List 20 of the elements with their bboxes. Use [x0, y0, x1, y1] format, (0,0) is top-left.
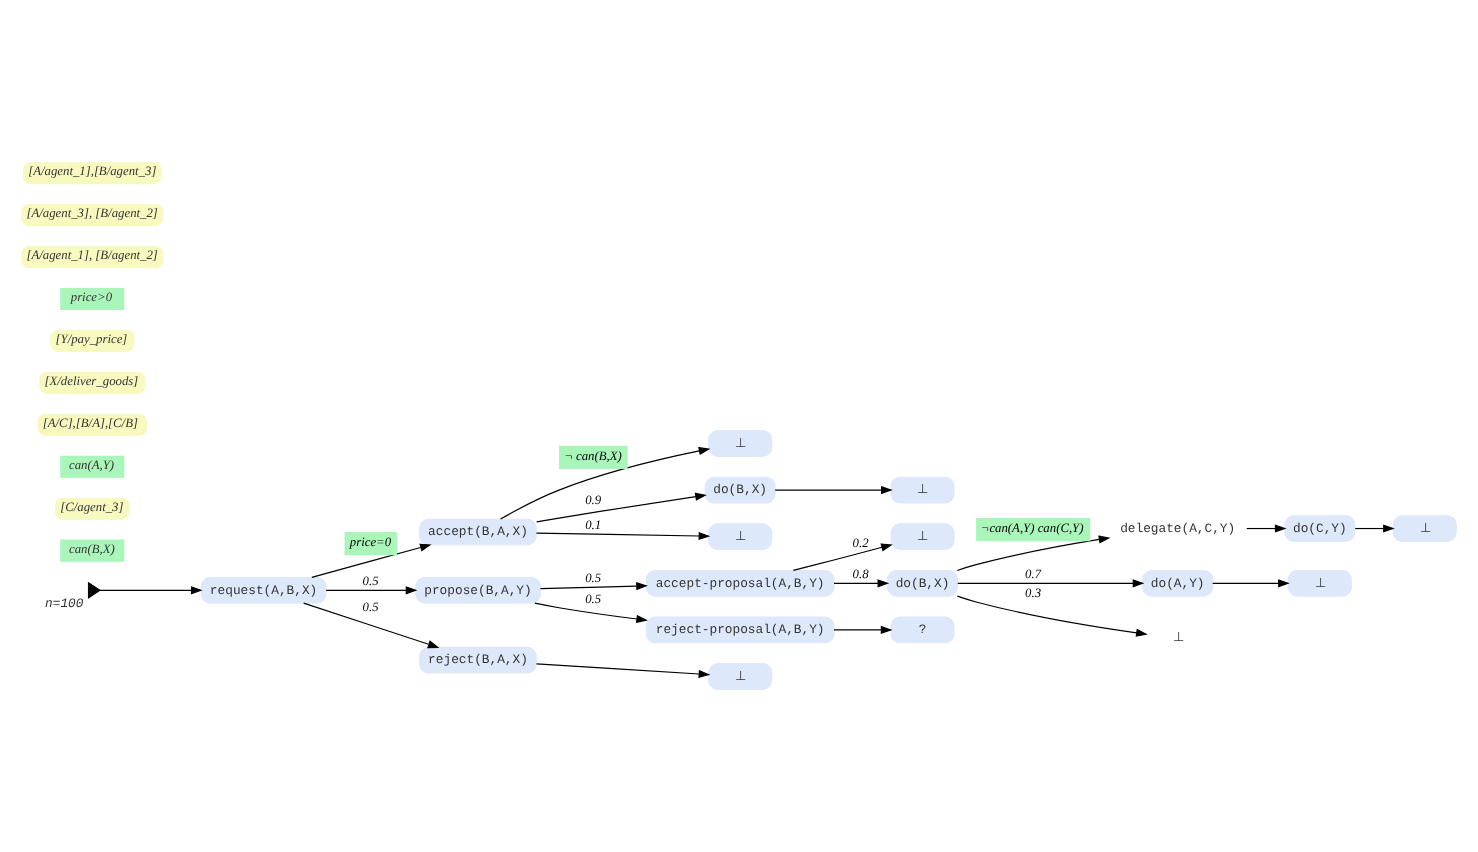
arrow	[535, 531, 711, 541]
arrow	[99, 586, 203, 595]
arrow	[957, 579, 1145, 588]
arrow	[1212, 579, 1290, 588]
arrow	[325, 586, 418, 595]
arrow	[535, 663, 711, 679]
arrow	[956, 535, 1111, 572]
arrow	[1246, 524, 1287, 533]
arrow	[956, 595, 1148, 637]
arrow	[792, 543, 893, 571]
arrow	[534, 602, 648, 624]
arrow	[536, 492, 707, 523]
arrow	[833, 579, 890, 588]
arrow	[774, 486, 893, 495]
arrow	[833, 625, 893, 634]
arrow	[539, 582, 648, 591]
arrow	[311, 543, 432, 578]
arrow	[1354, 524, 1395, 533]
node-triangle	[87, 581, 101, 599]
arrow	[303, 602, 440, 649]
